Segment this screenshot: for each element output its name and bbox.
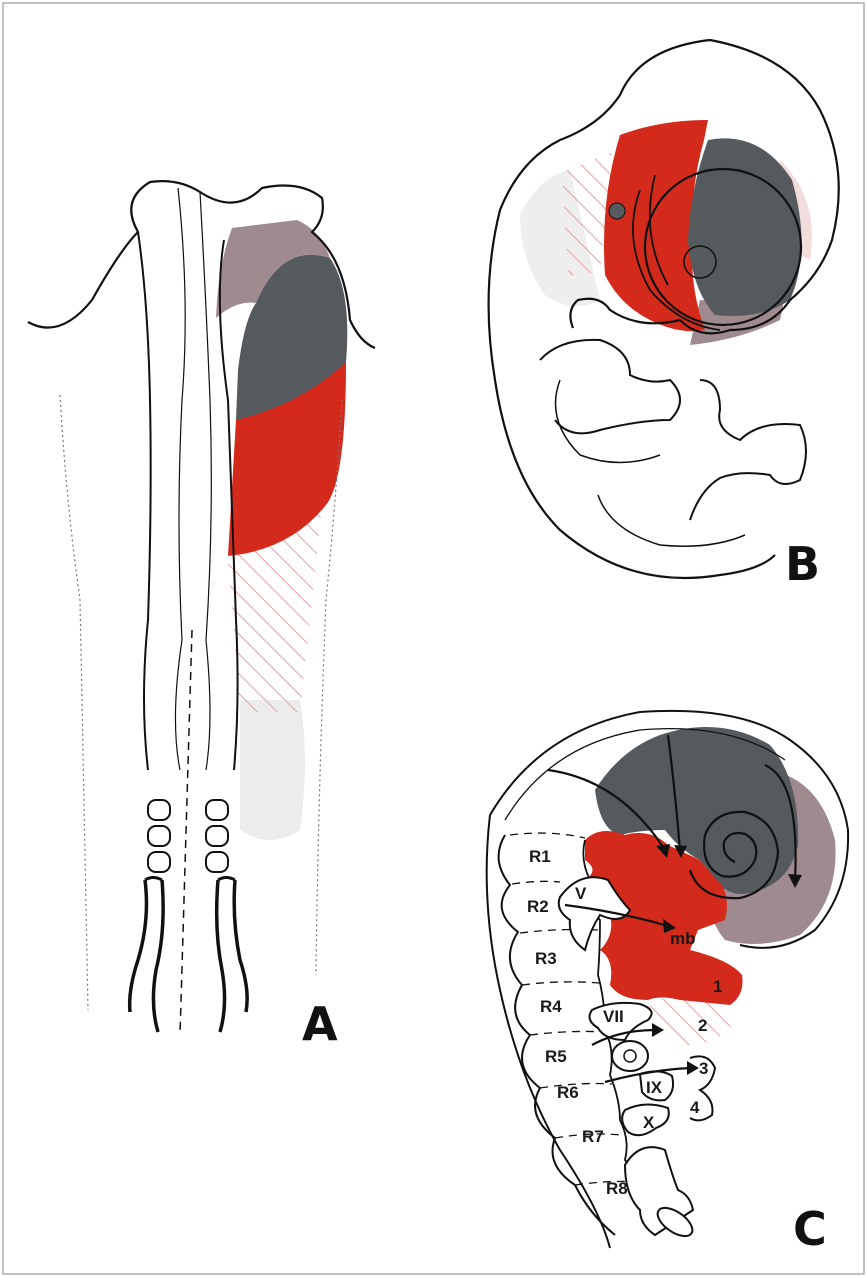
target-label-arch3: 3 xyxy=(699,1059,708,1078)
target-label-mb: mb xyxy=(670,929,696,948)
rhombomere-label-r1: R1 xyxy=(529,847,551,866)
target-label-arch1: 1 xyxy=(713,977,722,996)
rhombomere-label-r7: R7 xyxy=(582,1127,604,1146)
rhombomere-label-r5: R5 xyxy=(545,1047,567,1066)
target-label-arch2: 2 xyxy=(698,1016,707,1035)
panel-letter-c: C xyxy=(793,1202,827,1256)
panel-letter-a: A xyxy=(302,997,338,1051)
rhombomere-label-r4: R4 xyxy=(540,997,562,1016)
panel-letter-b: B xyxy=(785,537,820,591)
rhombomere-label-r2: R2 xyxy=(527,897,549,916)
ganglion-label-v: V xyxy=(575,884,587,903)
rhombomere-label-r6: R6 xyxy=(557,1083,579,1102)
panel-c-otic-vesicle xyxy=(612,1041,648,1071)
panel-b-otic-vesicle xyxy=(609,203,625,219)
ganglion-label-vii: VII xyxy=(603,1007,624,1026)
rhombomere-label-r3: R3 xyxy=(535,949,557,968)
rhombomere-label-r8: R8 xyxy=(606,1179,628,1198)
ganglion-label-ix: IX xyxy=(646,1078,663,1097)
panel-a-gray-zone xyxy=(240,700,305,840)
ganglion-label-x: X xyxy=(643,1113,655,1132)
target-label-arch4: 4 xyxy=(690,1098,700,1117)
